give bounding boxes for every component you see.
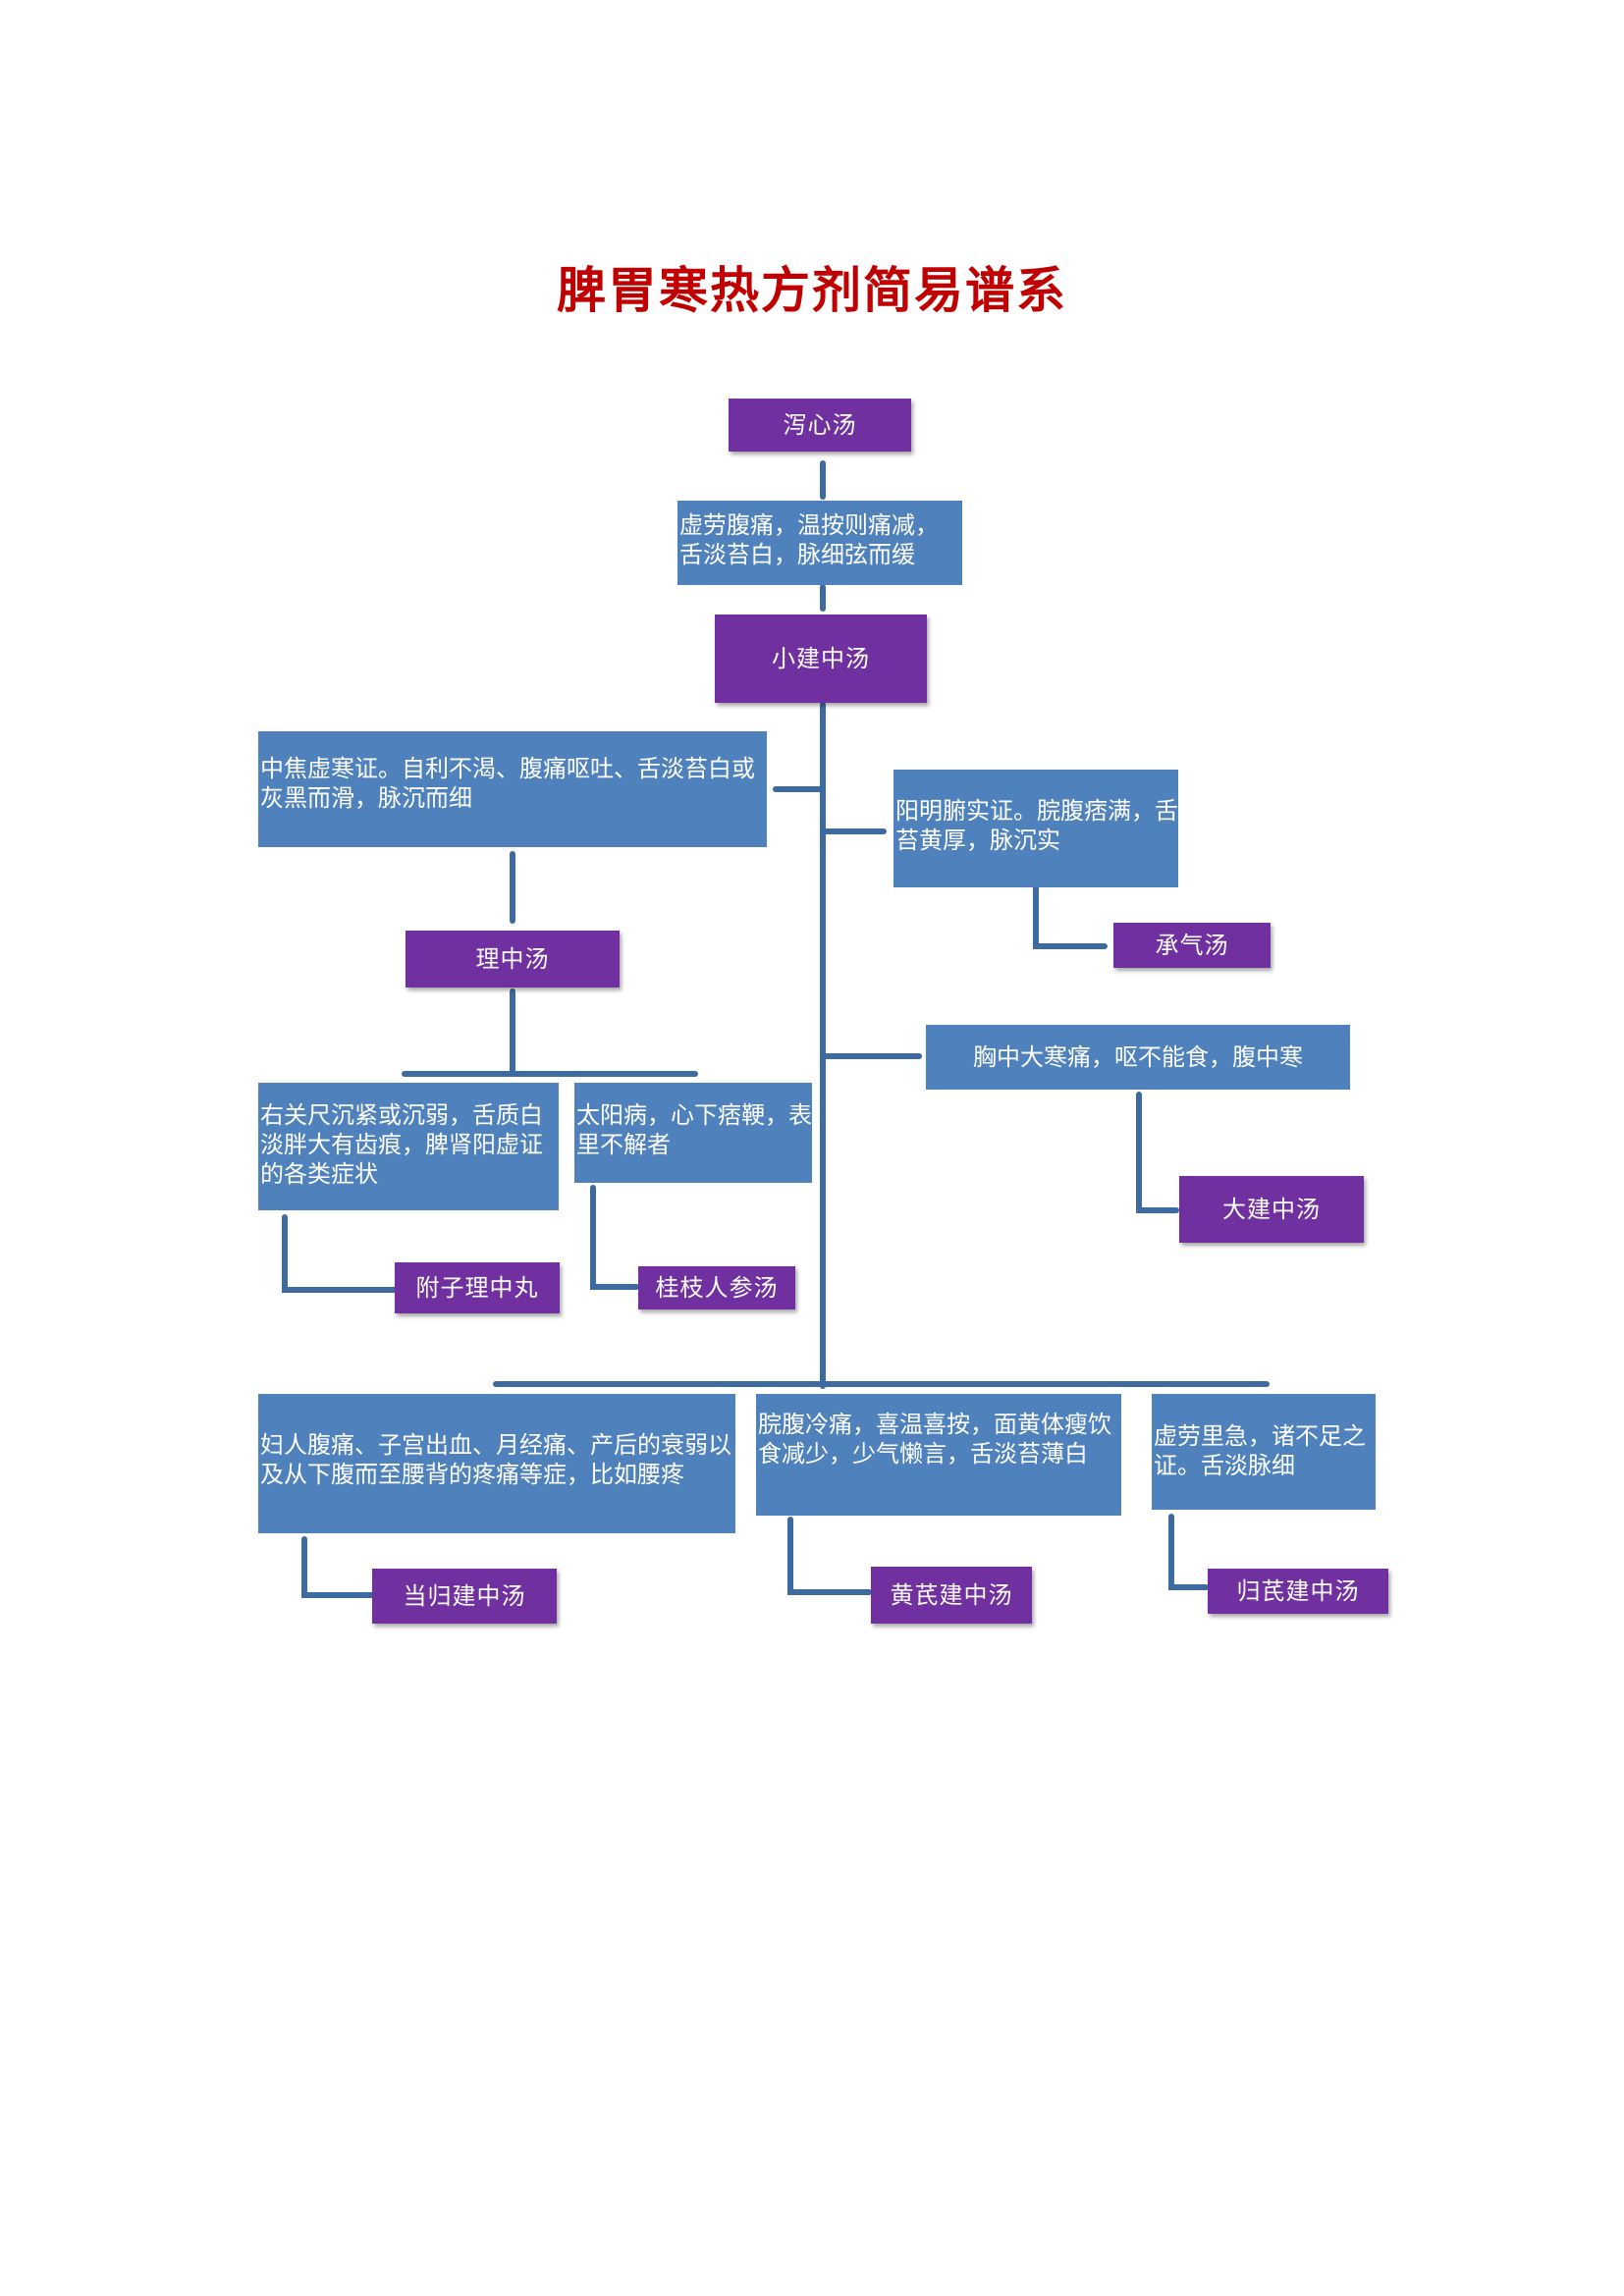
node-dajianzhong-tang: 大建中汤: [1179, 1176, 1364, 1243]
node-zhongjiao-symptoms: 中焦虚寒证。自利不渴、腹痛呕吐、舌淡苔白或灰黑而滑，脉沉而细: [258, 731, 767, 847]
connector-xiongzhong-to-dajianzhong: [1136, 1092, 1179, 1213]
node-youguan-symptoms: 右关尺沉紧或沉弱，舌质白淡胖大有齿痕，脾肾阳虚证的各类症状: [258, 1083, 559, 1210]
connector-yangming-to-chengqi: [1033, 883, 1108, 949]
connector-wanfu-to-huangqijianzhong: [787, 1517, 872, 1595]
node-xulao-symptoms: 虚劳里急，诸不足之证。舌淡脉细: [1152, 1394, 1376, 1510]
node-taiyang-symptoms: 太阳病，心下痞鞕，表里不解者: [574, 1083, 812, 1183]
node-furen-symptoms: 妇人腹痛、子宫出血、月经痛、产后的衰弱以及从下腹而至腰背的疼痛等症，比如腰疼: [258, 1394, 735, 1533]
node-dangguijianzhong-tang: 当归建中汤: [372, 1569, 557, 1624]
connector-furen-to-dangguijianzhong: [301, 1536, 374, 1598]
connector-youguan-to-fuzilizhong: [282, 1214, 398, 1293]
node-lizhong-tang: 理中汤: [406, 931, 620, 988]
node-fuzilizhong-wan: 附子理中丸: [395, 1262, 560, 1313]
node-guizhirenshen-tang: 桂枝人参汤: [638, 1266, 795, 1309]
node-xujiao-symptoms: 虚劳腹痛，温按则痛减，舌淡苔白，脉细弦而缓: [677, 501, 962, 585]
node-guiqijianzhong-tang: 归芪建中汤: [1208, 1569, 1388, 1614]
node-wanfu-symptoms: 脘腹冷痛，喜温喜按，面黄体瘦饮食减少，少气懒言，舌淡苔薄白: [756, 1394, 1121, 1516]
node-huangqijianzhong-tang: 黄芪建中汤: [871, 1567, 1032, 1624]
node-yangming-symptoms: 阳明腑实证。脘腹痞满，舌苔黄厚，脉沉实: [893, 770, 1178, 887]
node-chengqi-tang: 承气汤: [1113, 923, 1271, 968]
node-xiexin-tang: 泻心汤: [729, 399, 911, 452]
node-xiongzhong-symptoms: 胸中大寒痛，呕不能食，腹中寒: [926, 1025, 1350, 1090]
page-title: 脾胃寒热方剂简易谱系: [557, 261, 1067, 319]
connector-taiyang-to-guizhirenshen: [590, 1185, 639, 1290]
node-xiaojianzhong-tang: 小建中汤: [715, 614, 927, 703]
connector-xulao-to-guiqijianzhong: [1168, 1514, 1209, 1590]
